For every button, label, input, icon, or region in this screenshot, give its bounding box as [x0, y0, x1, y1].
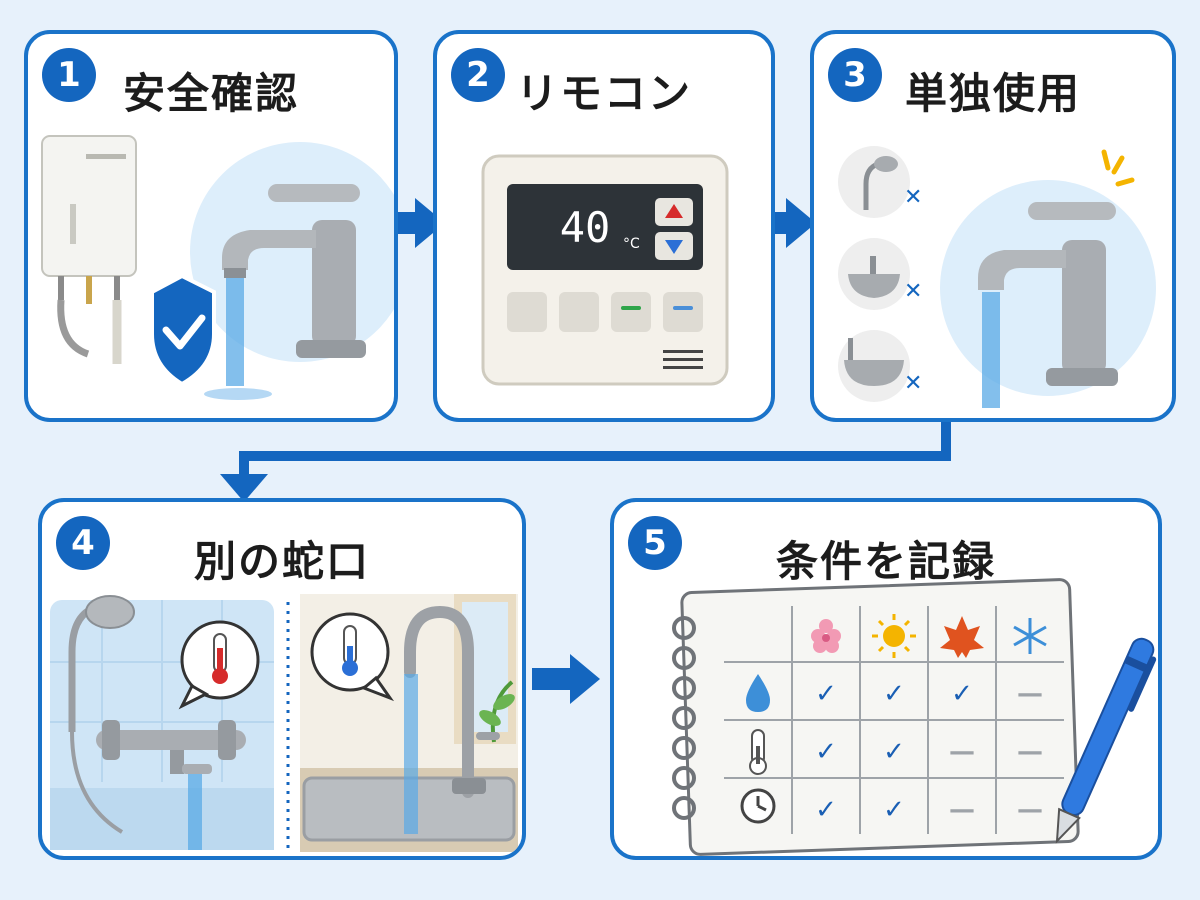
log-cell: ✓: [815, 795, 837, 825]
step-1-panel: 1 安全確認: [24, 30, 398, 422]
thermometer-icon: [749, 729, 767, 775]
temperature-unit: °C: [623, 236, 640, 252]
bathtub-crossed-icon: ✕: [838, 330, 922, 402]
step-title: 条件を記録: [775, 537, 996, 586]
faucet-icon: [222, 184, 366, 358]
log-cell: —: [949, 737, 975, 767]
shower-head-icon: [68, 595, 135, 834]
log-cell: ✓: [951, 679, 973, 709]
step-number-badge: 1: [42, 48, 96, 102]
step-title: 単独使用: [904, 69, 1081, 118]
log-cell: —: [949, 795, 975, 825]
water-heater-icon: [41, 135, 137, 364]
function-button-2[interactable]: [559, 292, 599, 332]
faucet-icon: [978, 202, 1118, 386]
step-3-panel: 3 単独使用 ✕ ✕ ✕: [810, 30, 1176, 422]
temp-up-button[interactable]: [655, 198, 693, 226]
step-number-badge: 3: [828, 48, 882, 102]
snowflake-icon: [1013, 618, 1047, 654]
step-5-panel: 5 条件を記録: [610, 498, 1162, 860]
arrow-4-to-5: [532, 654, 600, 704]
log-cell: —: [1017, 679, 1043, 709]
log-cell: ✓: [883, 679, 905, 709]
function-button-4[interactable]: [663, 292, 703, 332]
speaker-grille-icon: [663, 350, 703, 369]
shower-crossed-icon: ✕: [838, 146, 922, 218]
thermometer-cold-icon: [310, 612, 395, 702]
thermometer-hot-icon: [178, 620, 260, 710]
clock-icon: [740, 788, 776, 824]
water-stream: [982, 292, 1000, 408]
log-cell: —: [1017, 737, 1043, 767]
step-number-badge: 2: [451, 48, 505, 102]
sparkle-icon: [1101, 149, 1135, 187]
step-number-badge: 4: [56, 516, 110, 570]
log-cell: ✓: [883, 737, 905, 767]
log-cell: ✓: [815, 737, 837, 767]
step-2-panel: 2 リモコン 40 °C: [433, 30, 775, 422]
step-4-panel: 4 別の蛇口: [38, 498, 526, 860]
log-cell: ✓: [883, 795, 905, 825]
log-cell: —: [1017, 795, 1043, 825]
single-use-illustration: ✕ ✕ ✕: [838, 146, 1156, 408]
function-button-1[interactable]: [507, 292, 547, 332]
water-drop-icon: [746, 674, 770, 712]
maple-leaf-icon: [940, 616, 984, 658]
record-conditions-illustration: ✓ ✓ ✓ — ✓ ✓ — — ✓ ✓ — —: [672, 578, 1157, 856]
log-grid: [724, 606, 1064, 834]
shield-check-icon: [150, 273, 216, 387]
other-faucet-illustration: [50, 594, 518, 852]
kitchen-faucet-icon: [404, 605, 500, 798]
step-title: リモコン: [515, 69, 692, 118]
mixer-tap-icon: [96, 720, 246, 774]
temp-down-button[interactable]: [655, 232, 693, 260]
step-title: 安全確認: [122, 69, 299, 118]
water-stream: [404, 674, 418, 834]
remote-controller-illustration: 40 °C: [481, 154, 729, 386]
svg-text:✕: ✕: [904, 185, 922, 210]
function-button-3[interactable]: [611, 292, 651, 332]
log-cell: ✓: [815, 679, 837, 709]
temperature-display: 40: [560, 203, 611, 252]
pen-icon: [1055, 637, 1157, 844]
water-stream: [204, 278, 272, 400]
log-cells: ✓ ✓ ✓ — ✓ ✓ — — ✓ ✓ — —: [815, 679, 1043, 825]
water-stream: [188, 774, 202, 850]
svg-text:✕: ✕: [904, 371, 922, 396]
sun-icon: [872, 614, 916, 658]
arrow-3-to-4: [220, 420, 951, 502]
sink-crossed-icon: ✕: [838, 238, 922, 310]
safety-check-illustration: [41, 135, 394, 400]
sakura-icon: [811, 619, 841, 653]
spiral-binding: [672, 616, 696, 820]
step-title: 別の蛇口: [193, 537, 370, 586]
svg-text:✕: ✕: [904, 279, 922, 304]
step-number-badge: 5: [628, 516, 682, 570]
